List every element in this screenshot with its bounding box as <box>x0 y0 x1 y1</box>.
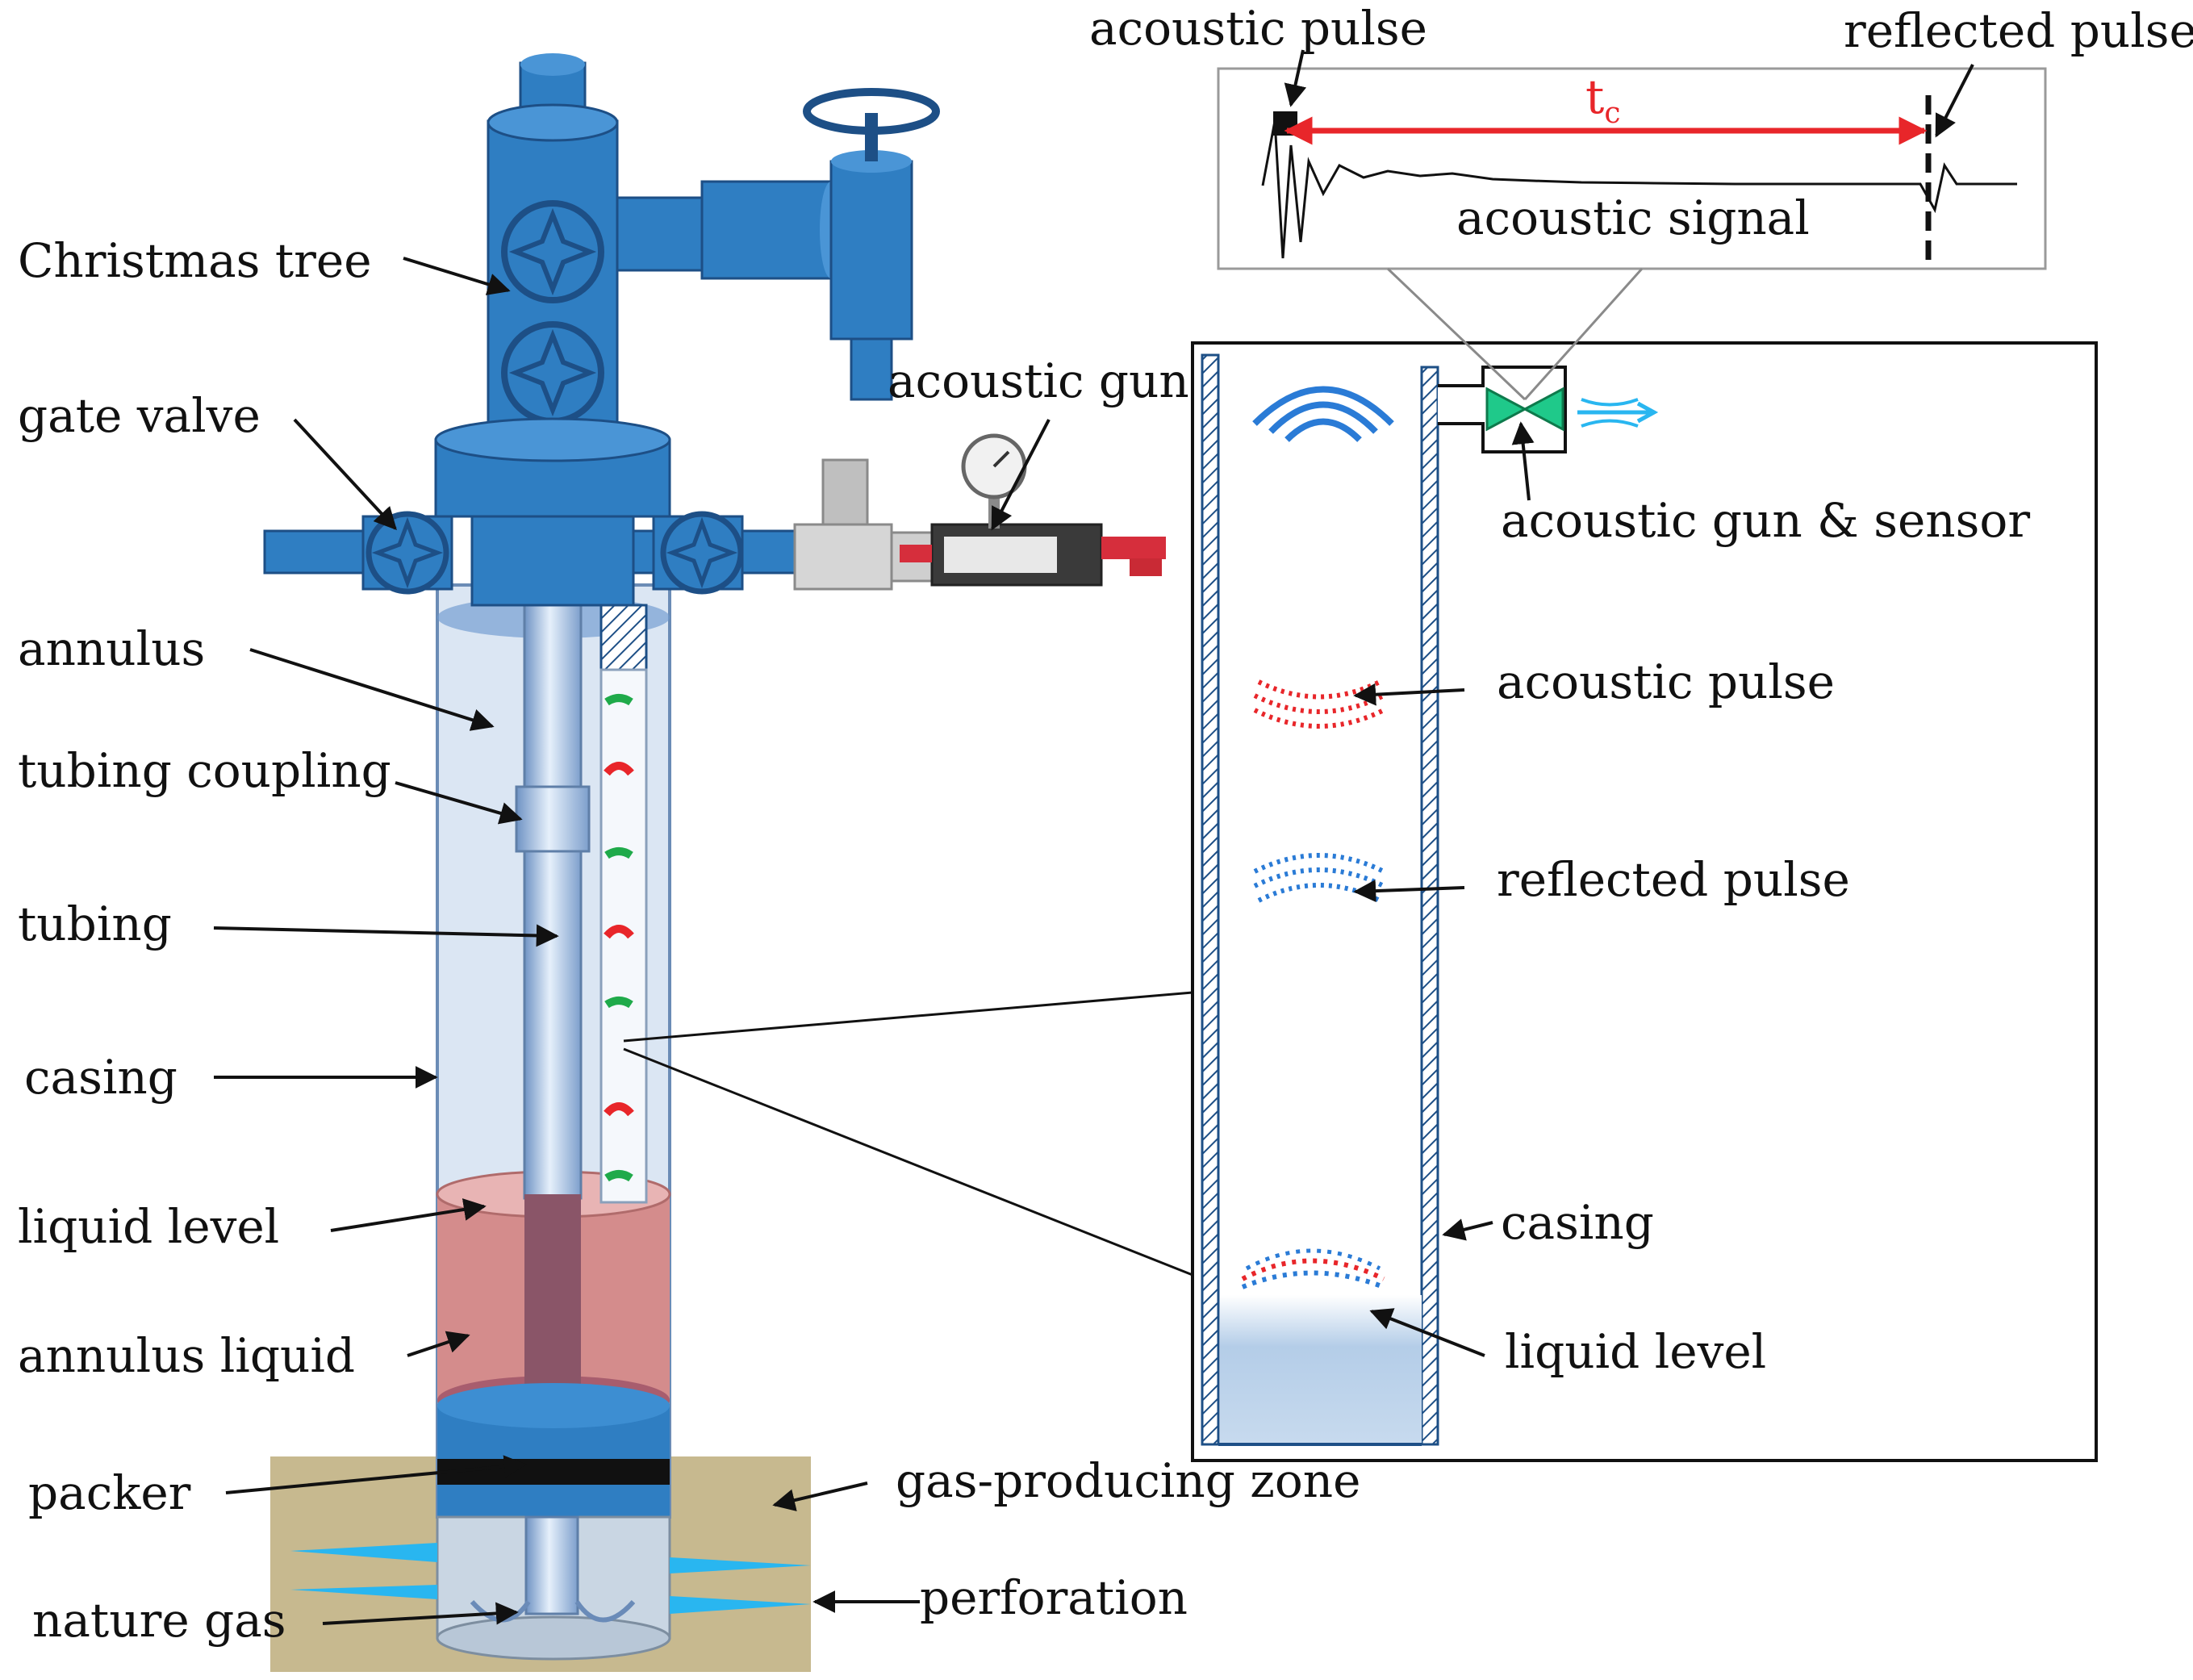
tubing-string <box>515 600 591 1400</box>
detail-panel <box>1191 341 2098 1462</box>
label-packer: packer <box>28 1465 191 1520</box>
packer-body <box>437 1383 670 1521</box>
christmas-tree <box>434 53 940 607</box>
label-acoustic-signal: acoustic signal <box>1456 190 1810 245</box>
label-perforation: perforation <box>920 1570 1188 1625</box>
label-annulus-liquid: annulus liquid <box>18 1328 355 1383</box>
label-gate-valve: gate valve <box>18 388 261 443</box>
label-acoustic-pulse-right: acoustic pulse <box>1497 654 1835 709</box>
label-annulus: annulus <box>18 621 205 676</box>
label-time-tc: tc <box>1585 69 1620 130</box>
label-gas-producing-zone: gas-producing zone <box>896 1453 1360 1508</box>
signal-inset <box>1217 67 2047 401</box>
label-tubing-coupling: tubing coupling <box>18 743 391 798</box>
acoustic-gun-device <box>793 433 1166 591</box>
detail-acoustic-pulse <box>1253 679 1385 729</box>
label-nature-gas: nature gas <box>32 1593 286 1648</box>
label-liquid-level-left: liquid level <box>18 1199 279 1254</box>
label-reflected-pulse-top: reflected pulse <box>1844 3 2193 58</box>
tubing-coupling-body <box>515 785 591 853</box>
annulus-side-pipe <box>599 555 648 1204</box>
detail-reflected-pulse <box>1253 853 1385 903</box>
label-reflected-pulse-right: reflected pulse <box>1497 852 1850 907</box>
perforation-gas-jets <box>290 1543 811 1614</box>
zoom-connector-lines <box>623 991 1193 1277</box>
leader-arrows <box>213 49 1974 1625</box>
emitted-wave <box>1252 386 1394 442</box>
label-christmas-tree: Christmas tree <box>18 233 372 288</box>
label-casing-left: casing <box>24 1050 178 1105</box>
gate-valves <box>263 511 796 595</box>
label-tubing: tubing <box>18 896 172 951</box>
labels: Christmas tree gate valve annulus tubing… <box>18 1 2193 1648</box>
outflow-arrow <box>1577 398 1659 428</box>
label-acoustic-pulse-top: acoustic pulse <box>1089 1 1427 56</box>
label-acoustic-gun-sensor: acoustic gun & sensor <box>1501 493 2030 548</box>
label-liquid-level-right: liquid level <box>1505 1324 1766 1379</box>
well-bottom <box>436 1515 671 1661</box>
detail-liquid-level-waves <box>1241 1248 1385 1289</box>
label-casing-right: casing <box>1501 1195 1654 1250</box>
label-acoustic-gun: acoustic gun <box>888 353 1189 408</box>
